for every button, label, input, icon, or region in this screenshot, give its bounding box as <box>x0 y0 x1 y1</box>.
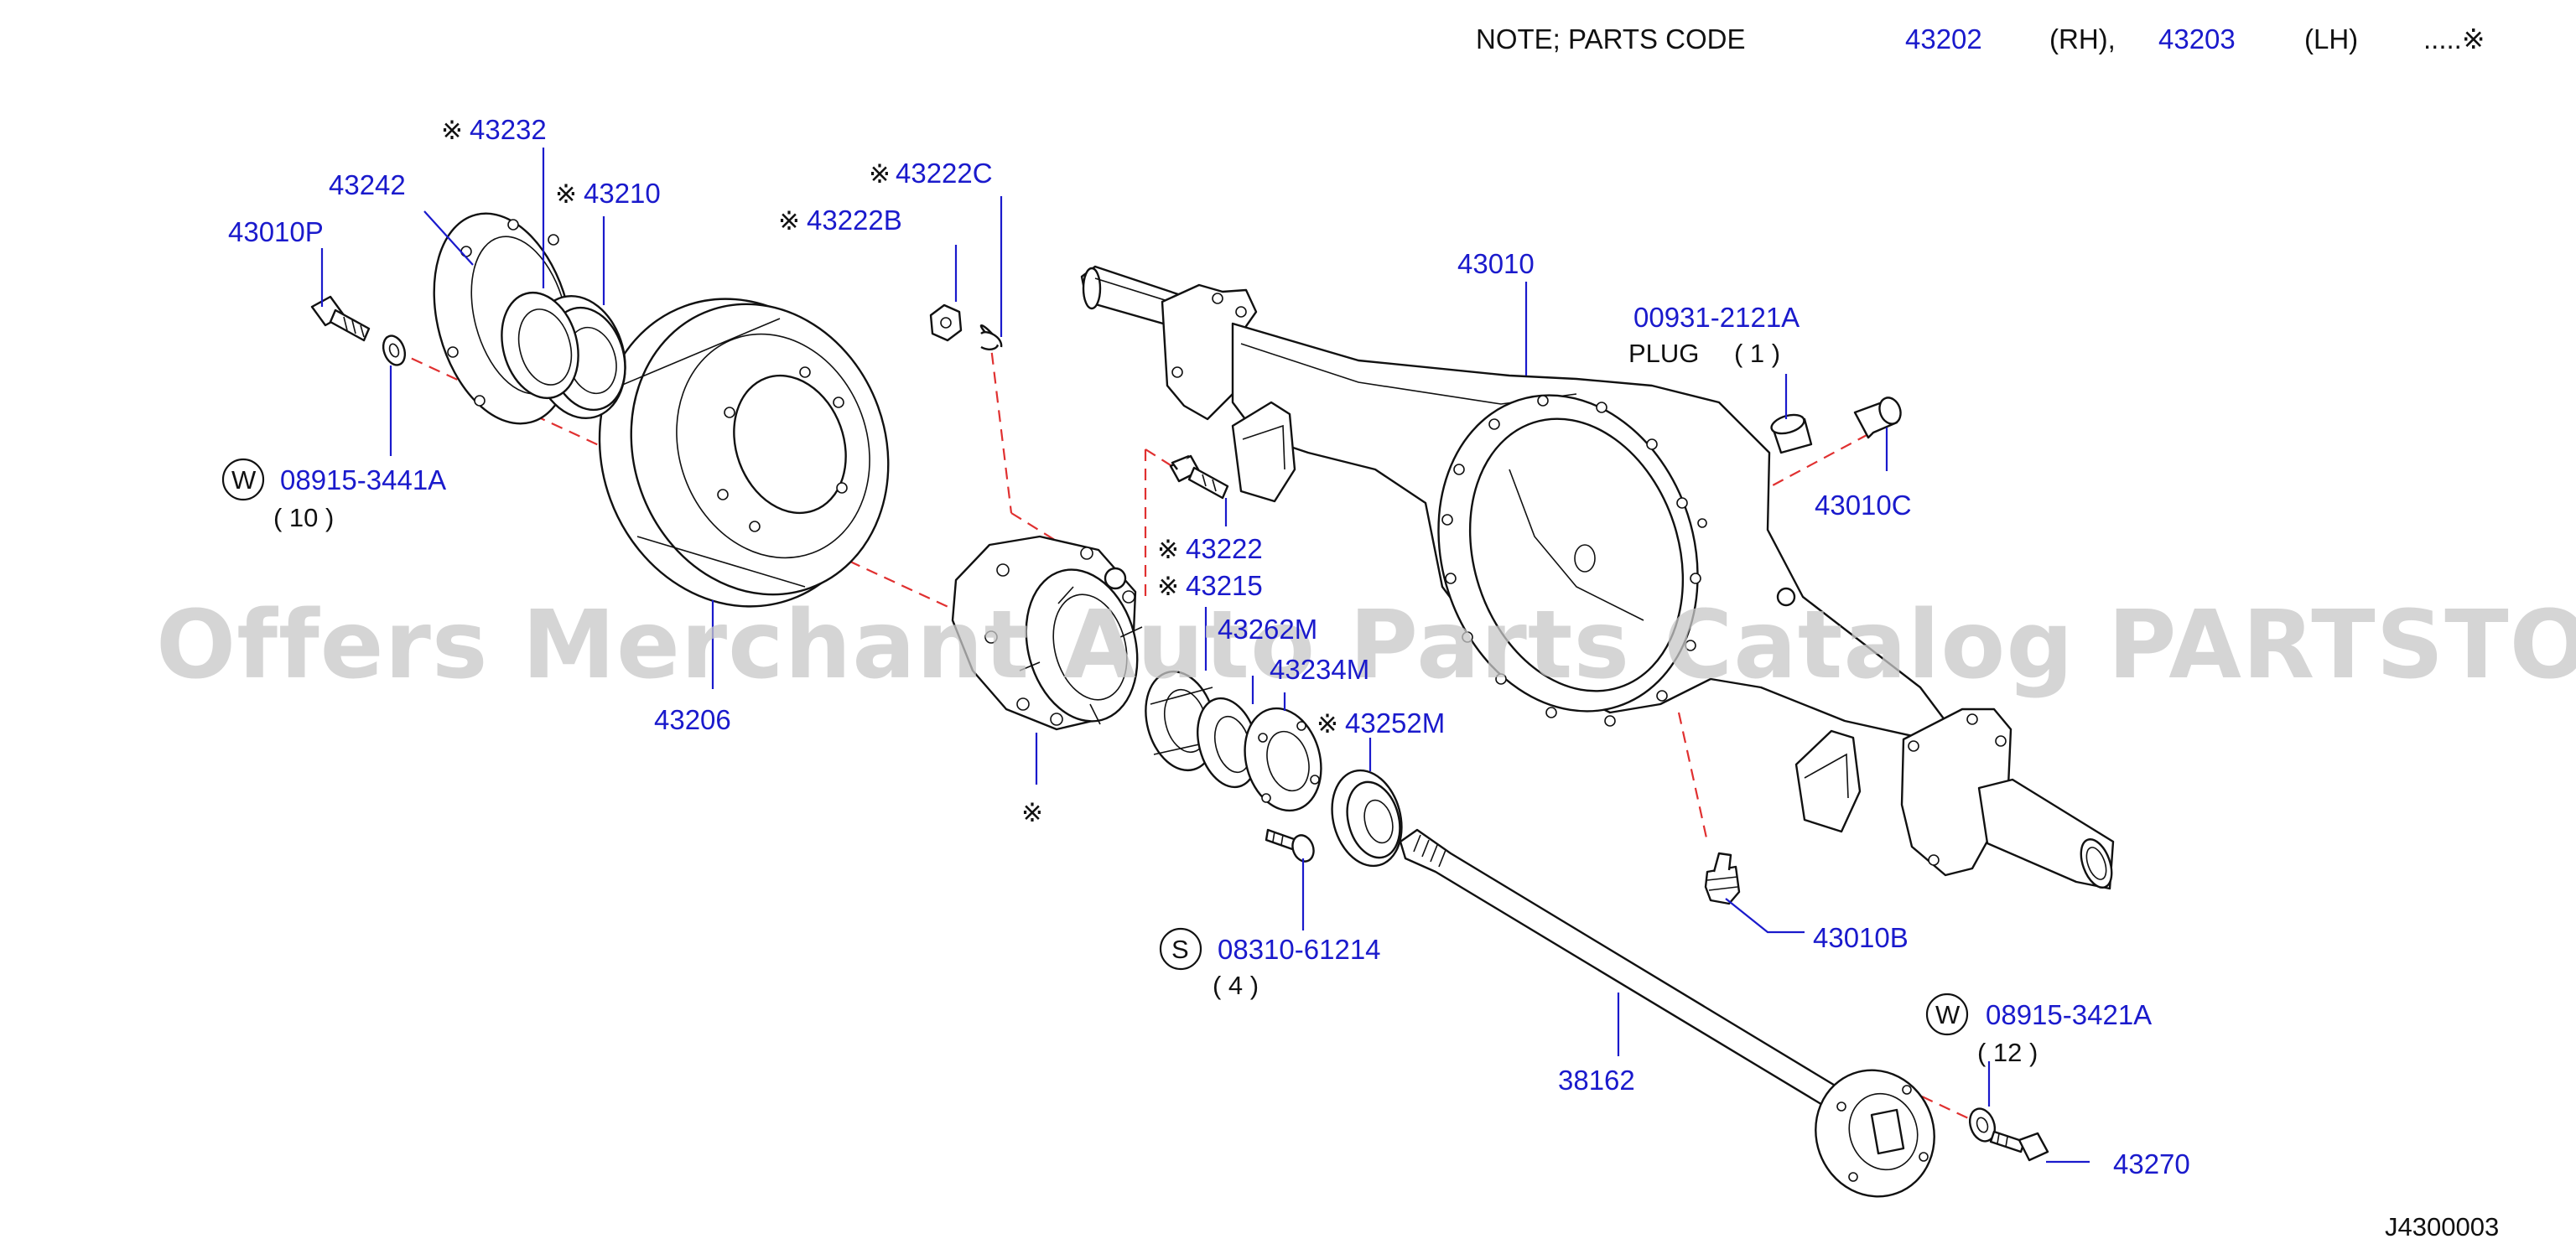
part-number[interactable]: 08915-3421A <box>1986 999 2152 1030</box>
callout-43206[interactable]: 43206 <box>654 704 731 735</box>
note-rh: (RH), <box>2049 23 2116 54</box>
brake-drum[interactable] <box>557 260 928 645</box>
part-number[interactable]: 38162 <box>1558 1065 1635 1096</box>
callout-43252M[interactable]: ※ 43252M <box>1317 708 1445 739</box>
callout-43010[interactable]: 43010 <box>1457 248 1535 279</box>
callout-43242[interactable]: 43242 <box>329 169 406 200</box>
factory-mark: ※ <box>778 206 800 236</box>
wheel-bearing-43210[interactable] <box>491 284 638 429</box>
part-number[interactable]: 43234M <box>1270 654 1369 685</box>
plug-43010C[interactable] <box>1853 395 1904 439</box>
callout-43222B[interactable]: ※ 43222B <box>778 205 902 236</box>
part-number[interactable]: 08310-61214 <box>1218 934 1381 965</box>
plug-43010B[interactable] <box>1704 852 1741 905</box>
quantity: ( 10 ) <box>273 503 334 532</box>
axle-hub-43215[interactable] <box>951 535 1154 733</box>
washer-43222C[interactable] <box>979 324 1003 350</box>
part-number[interactable]: 08915-3441A <box>280 464 446 495</box>
bolt-08310-61214[interactable] <box>1265 828 1317 864</box>
callout-43222C[interactable]: ※ 43222C <box>869 158 993 189</box>
washer-08915-3441A[interactable] <box>380 333 409 368</box>
w-badge: W <box>231 465 257 495</box>
callout-43262M[interactable]: 43262M <box>1218 614 1317 645</box>
watermark: Offers Merchant Auto Parts Catalog PARTS… <box>156 591 2576 700</box>
note-code-rh[interactable]: 43202 <box>1905 23 1982 54</box>
factory-mark: ※ <box>555 179 577 209</box>
w-badge-circle <box>221 458 265 501</box>
drum-bolt-holes <box>717 366 848 532</box>
part-name: PLUG <box>1628 339 1699 368</box>
nut-43222B[interactable] <box>929 303 963 342</box>
parts-code-note: NOTE; PARTS CODE 43202 (RH), 43203 (LH) … <box>1476 23 2485 54</box>
part-number[interactable]: 43222C <box>896 158 993 189</box>
callouts: ※ 43232 43242 ※ 43210 43010P W 08915-344… <box>221 114 2190 1179</box>
axle-shaft-38162[interactable] <box>1399 828 1952 1213</box>
callout-08915-3421A[interactable]: W 08915-3421A ( 12 ) <box>1925 993 2152 1067</box>
leader-lines <box>320 148 2090 1164</box>
note-mark: .....※ <box>2423 23 2485 54</box>
quantity: ( 12 ) <box>1977 1038 2038 1067</box>
bolt-43010P[interactable] <box>310 295 371 342</box>
callout-08915-3441A[interactable]: W 08915-3441A ( 10 ) <box>221 458 446 532</box>
callout-08310-61214[interactable]: S 08310-61214 ( 4 ) <box>1159 927 1381 1000</box>
quantity: ( 1 ) <box>1734 339 1780 368</box>
note-code-lh[interactable]: 43203 <box>2158 23 2236 54</box>
callout-hub-mark: ※ <box>1021 798 1043 827</box>
factory-mark: ※ <box>869 159 891 189</box>
w-badge-circle <box>1925 993 1969 1036</box>
part-number[interactable]: 43270 <box>2113 1148 2190 1179</box>
hub-stud-holes <box>984 547 1135 726</box>
part-number[interactable]: 43210 <box>584 178 661 209</box>
callout-43232[interactable]: ※ 43232 <box>441 114 547 145</box>
factory-mark: ※ <box>441 116 463 145</box>
bearing-43252M[interactable] <box>1322 763 1411 874</box>
axle-housing[interactable] <box>1080 265 2117 892</box>
part-number[interactable]: 43010C <box>1815 490 1912 521</box>
callout-43010B[interactable]: 43010B <box>1813 922 1909 953</box>
factory-mark: ※ <box>1157 535 1179 564</box>
quantity: ( 4 ) <box>1213 971 1259 1000</box>
part-number[interactable]: 43206 <box>654 704 731 735</box>
plug-00931-2121A[interactable] <box>1769 412 1813 454</box>
callout-00931-2121A[interactable]: 00931-2121A PLUG ( 1 ) <box>1628 302 1800 368</box>
diagram-id: J4300003 <box>2385 1212 2499 1241</box>
callout-43234M[interactable]: 43234M <box>1270 654 1369 685</box>
callout-38162[interactable]: 38162 <box>1558 1065 1635 1096</box>
factory-mark: ※ <box>1157 572 1179 601</box>
part-number[interactable]: 43010P <box>228 216 324 247</box>
part-number[interactable]: 43222 <box>1186 533 1263 564</box>
opening-bolt-holes <box>1441 395 1701 727</box>
factory-mark: ※ <box>1317 709 1338 739</box>
note-prefix: NOTE; PARTS CODE <box>1476 23 1746 54</box>
part-number[interactable]: 43252M <box>1345 708 1445 739</box>
factory-mark: ※ <box>1021 798 1043 827</box>
hub-stud-43222[interactable] <box>1169 454 1229 500</box>
callout-43010P[interactable]: 43010P <box>228 216 324 247</box>
s-badge-circle <box>1159 927 1202 971</box>
callout-43215[interactable]: ※ 43215 <box>1157 570 1263 601</box>
part-number[interactable]: 43010B <box>1813 922 1909 953</box>
note-lh: (LH) <box>2304 23 2358 54</box>
w-badge: W <box>1935 1000 1961 1029</box>
washer-08915-3421A[interactable] <box>1966 1105 1999 1144</box>
retainer-plate[interactable] <box>1233 700 1332 820</box>
part-number[interactable]: 43010 <box>1457 248 1535 279</box>
callout-43270[interactable]: 43270 <box>2113 1148 2190 1179</box>
part-number[interactable]: 43222B <box>807 205 902 236</box>
part-number[interactable]: 43232 <box>470 114 547 145</box>
part-number[interactable]: 00931-2121A <box>1633 302 1800 333</box>
callout-43210[interactable]: ※ 43210 <box>555 178 661 209</box>
part-number[interactable]: 43242 <box>329 169 406 200</box>
bolt-43270[interactable] <box>1989 1130 2049 1162</box>
s-badge: S <box>1171 935 1189 964</box>
part-number[interactable]: 43215 <box>1186 570 1263 601</box>
callout-43010C[interactable]: 43010C <box>1815 490 1912 521</box>
callout-43222[interactable]: ※ 43222 <box>1157 533 1263 564</box>
part-number[interactable]: 43262M <box>1218 614 1317 645</box>
